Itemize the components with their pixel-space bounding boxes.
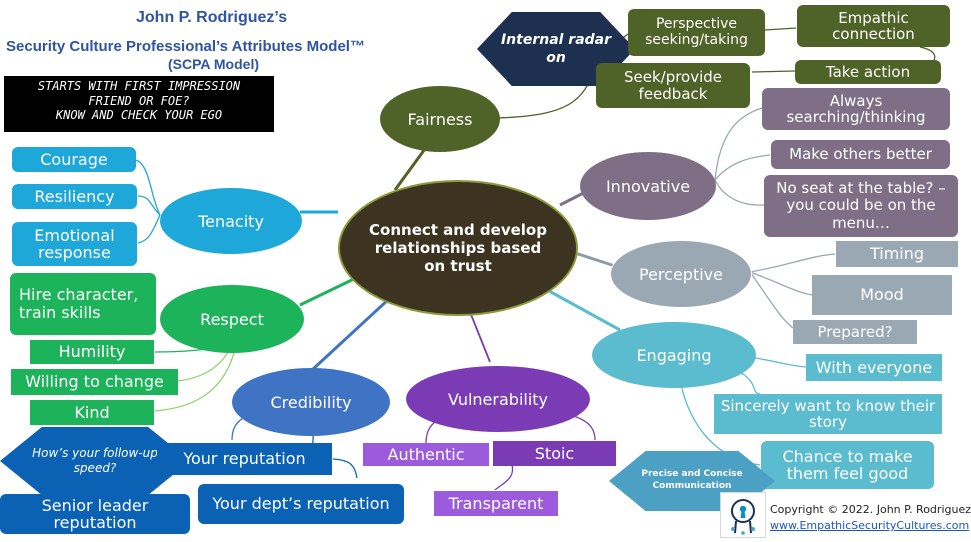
empathic-connection-box: Empathic connection <box>797 5 950 47</box>
resiliency-box: Resiliency <box>12 184 137 209</box>
website-link[interactable]: www.EmpathicSecurityCultures.com <box>770 519 970 532</box>
tenacity-node: Tenacity <box>160 188 302 254</box>
head-with-keyhole-icon <box>731 499 755 535</box>
sincerely-box: Sincerely want to know their story <box>714 394 942 434</box>
copyright-text: Copyright © 2022. John P. Rodriguez <box>770 503 971 516</box>
timing-box: Timing <box>836 241 958 267</box>
no-seat-box: No seat at the table? – you could be on … <box>764 175 958 237</box>
prepared-box: Prepared? <box>793 320 917 344</box>
mood-box: Mood <box>812 275 952 315</box>
transparent-box: Transparent <box>434 491 558 516</box>
perceptive-node: Perceptive <box>610 240 752 308</box>
dept-reputation-box: Your dept’s reputation <box>198 484 404 524</box>
internal-radar-hex: Internal radar on <box>477 12 635 86</box>
courage-box: Courage <box>12 147 136 172</box>
innovative-node: Innovative <box>580 152 716 220</box>
stoic-box: Stoic <box>493 441 616 466</box>
make-others-better-box: Make others better <box>771 140 950 169</box>
note-line-2: FRIEND OR FOE? <box>88 93 190 108</box>
feedback-box: Seek/provide feedback <box>596 63 750 108</box>
humility-box: Humility <box>30 340 154 364</box>
emotional-response-box: Emotional response <box>12 222 137 266</box>
logo-area <box>720 492 766 538</box>
fairness-node: Fairness <box>380 86 500 152</box>
note-line-3: KNOW AND CHECK YOUR EGO <box>55 108 223 123</box>
title-author: John P. Rodriguez’s <box>136 9 288 26</box>
your-reputation-box: Your reputation <box>157 443 332 475</box>
perspective-box: Perspective seeking/taking <box>628 9 765 56</box>
senior-leader-box: Senior leader reputation <box>0 494 190 534</box>
title-abbrev: (SCPA Model) <box>168 56 259 72</box>
note-line-1: STARTS WITH FIRST IMPRESSION <box>37 79 241 93</box>
first-impression-note: STARTS WITH FIRST IMPRESSION FRIEND OR F… <box>4 76 274 132</box>
chance-box: Chance to make them feel good <box>761 441 934 489</box>
kind-box: Kind <box>30 400 154 425</box>
take-action-box: Take action <box>795 60 941 84</box>
authentic-box: Authentic <box>363 443 489 466</box>
hire-character-label: Hire character, train skills <box>19 284 139 322</box>
credibility-node: Credibility <box>232 368 390 436</box>
vulnerability-node: Vulnerability <box>406 366 590 432</box>
engaging-node: Engaging <box>592 322 756 388</box>
title-model: Security Culture Professional’s Attribut… <box>6 38 365 55</box>
always-searching-box: Always searching/thinking <box>762 88 950 130</box>
center-trust-node: Connect and develop relationships based … <box>338 180 578 316</box>
respect-node: Respect <box>160 285 304 353</box>
with-everyone-box: With everyone <box>806 354 942 381</box>
hire-character-box: Hire character, train skills <box>10 273 156 335</box>
willing-to-change-box: Willing to change <box>11 369 178 395</box>
